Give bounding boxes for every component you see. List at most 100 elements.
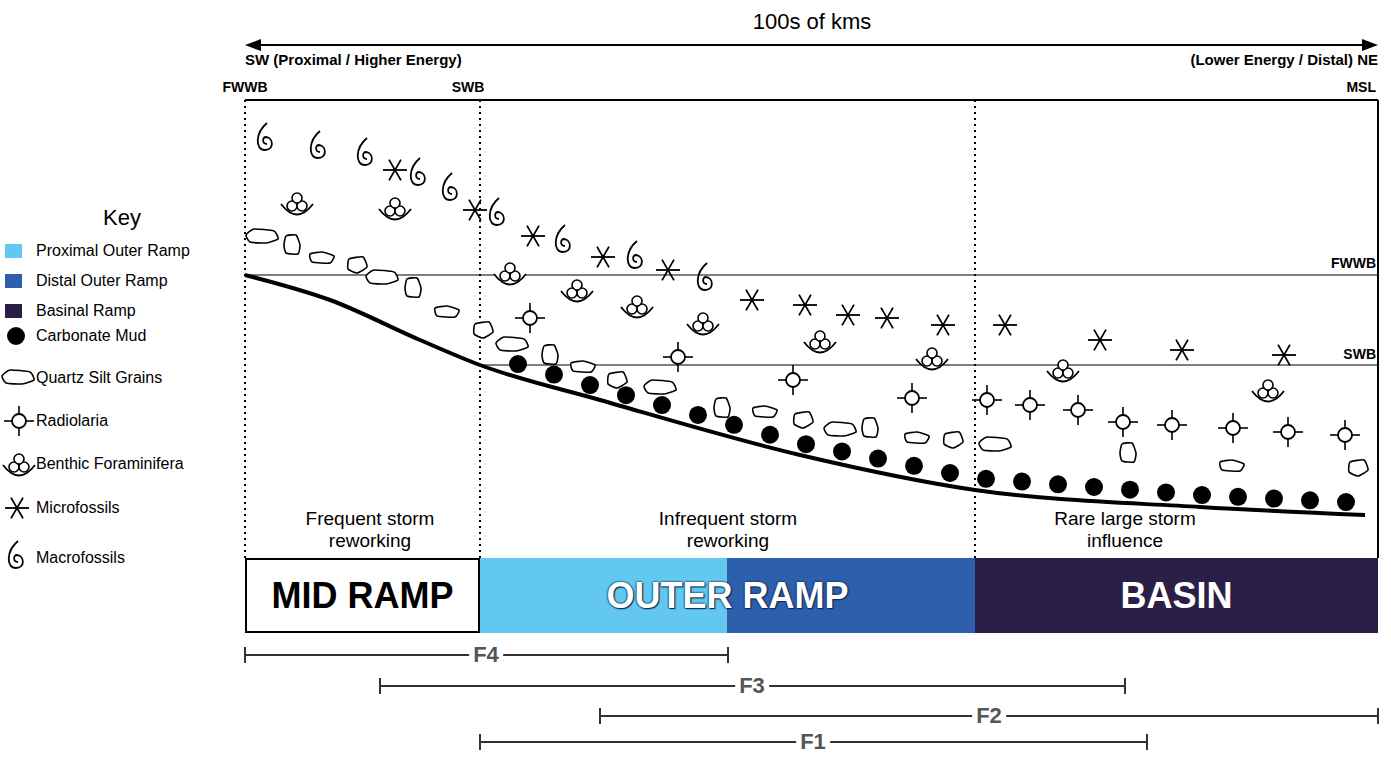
quartz-grain-symbol (862, 418, 878, 438)
radiolaria-spine (792, 365, 794, 373)
legend-row: Proximal Outer Ramp (5, 241, 190, 261)
range-bar-end (1146, 734, 1148, 750)
macrofossil-symbol (556, 225, 570, 252)
carbonate-mud-symbol (869, 450, 887, 468)
carbonate-mud-symbol (725, 416, 743, 434)
radiolaria-spine (1287, 439, 1289, 447)
carbonate-mud-symbol (1337, 493, 1355, 511)
radiolaria-spine (663, 356, 671, 358)
macrofossil-symbol (490, 198, 504, 225)
macrofossil-symbol (9, 541, 23, 568)
quartz-grain-symbol (348, 257, 367, 273)
radiolaria-spine (1352, 434, 1360, 436)
direction-label: (Lower Energy / Distal) NE (1190, 51, 1378, 68)
zone-divider (244, 100, 246, 558)
microfossil-symbol (597, 247, 609, 268)
carbonate-mud-symbol (7, 327, 25, 345)
legend-text: Carbonate Mud (36, 327, 146, 345)
carbonate-mud-symbol (1049, 475, 1067, 493)
radiolaria-symbol (1157, 410, 1187, 440)
microfossil-symbol (527, 226, 539, 247)
fwwb-line (245, 274, 1378, 275)
microfossil-symbol (11, 498, 23, 519)
sea-level-label: MSL (1346, 79, 1376, 95)
quartz-grain-symbol (905, 432, 929, 443)
quartz-grain-symbol (474, 322, 493, 338)
process-note: Frequent storm reworking (283, 508, 458, 552)
radiolaria-spine (529, 303, 531, 311)
quartz-grain-symbol (824, 422, 856, 436)
radiolaria-spine (1157, 424, 1165, 426)
foraminifera-symbol (561, 280, 593, 302)
radiolaria-spine (1029, 390, 1031, 398)
quartz-grain-symbol (1349, 460, 1368, 476)
carbonate-mud-symbol (833, 442, 851, 460)
radiolaria-spine (1122, 407, 1124, 415)
legend-text: Basinal Ramp (36, 302, 136, 320)
range-bar-end (379, 678, 381, 694)
radiolaria-spine (1029, 412, 1031, 420)
quartz-grain-symbol (496, 337, 528, 351)
microfossil-symbol (469, 200, 481, 221)
radiolaria-test (523, 311, 537, 325)
quartz-grain-symbol (284, 235, 300, 255)
radiolaria-spine (994, 399, 1002, 401)
carbonate-mud-symbol (761, 426, 779, 444)
radiolaria-spine (1085, 409, 1093, 411)
carbonate-mud-symbol (581, 376, 599, 394)
radiolaria-spine (1273, 431, 1281, 433)
radiolaria-test (1165, 418, 1179, 432)
radiolaria-test (786, 373, 800, 387)
right-line (1377, 100, 1379, 558)
foram-chamber (632, 296, 642, 306)
carbonate-mud-symbol (653, 396, 671, 414)
facies-label: F3 (735, 673, 769, 698)
microfossil-symbol (389, 160, 401, 181)
microfossil-symbol (597, 247, 609, 268)
radiolaria-test (1116, 415, 1130, 429)
microfossil-symbol (746, 290, 758, 311)
carbonate-mud-symbol (1157, 483, 1175, 501)
foraminifera-symbol (379, 198, 411, 220)
arrow-head (245, 39, 261, 51)
carbonate-mud-symbol (941, 464, 959, 482)
radiolaria-test (980, 393, 994, 407)
radiolaria-spine (800, 379, 808, 381)
radiolaria-test (1338, 428, 1352, 442)
direction-label: SW (Proximal / Higher Energy) (245, 51, 462, 68)
legend-text: Benthic Foraminifera (36, 455, 184, 473)
radiolaria-symbol (1015, 390, 1045, 420)
legend-swatch (5, 304, 22, 318)
facies-label: F4 (469, 642, 503, 667)
foraminifera-symbol (687, 313, 719, 335)
macrofossil-symbol (311, 131, 325, 158)
legend-row: Quartz Silt Grains (5, 368, 162, 388)
foram-chamber (1058, 360, 1068, 370)
radiolaria-spine (1179, 424, 1187, 426)
radiolaria-spine (1287, 417, 1289, 425)
radiolaria-spine (18, 406, 20, 414)
carbonate-mud-symbol (1085, 478, 1103, 496)
microfossil-symbol (842, 305, 854, 326)
carbonate-mud-symbol (1193, 486, 1211, 504)
base-label: FWWB (1331, 255, 1376, 271)
radiolaria-spine (1295, 431, 1303, 433)
microfossil-symbol (1176, 340, 1188, 361)
carbonate-mud-symbol (977, 470, 995, 488)
legend-row: Macrofossils (5, 548, 125, 568)
quartz-grain-symbol (794, 412, 813, 428)
legend-row: Basinal Ramp (5, 301, 136, 321)
radiolaria-spine (1344, 420, 1346, 428)
quartz-grain-symbol (944, 432, 963, 448)
legend-row: Microfossils (5, 498, 120, 518)
scale-arrow-line (257, 44, 1366, 46)
foram-chamber (815, 331, 825, 341)
quartz-grain-symbol (405, 278, 421, 298)
carbonate-mud-symbol (905, 457, 923, 475)
legend-row: Distal Outer Ramp (5, 271, 168, 291)
range-bar-end (599, 708, 601, 724)
facies-label: F2 (972, 703, 1006, 728)
radiolaria-symbol (897, 383, 927, 413)
radiolaria-symbol (972, 385, 1002, 415)
foraminifera-symbol (1047, 360, 1079, 382)
